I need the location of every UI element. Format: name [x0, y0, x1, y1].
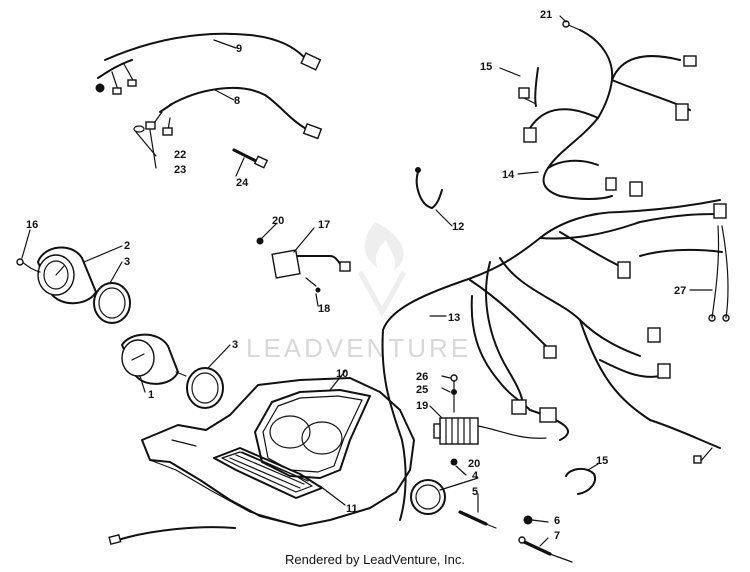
callout-3-lower: 3 [232, 339, 238, 351]
callout-15-lower: 15 [596, 455, 608, 467]
lower-cable [108, 526, 236, 546]
callout-24: 24 [236, 177, 249, 189]
bezel-ring-part-3-lower [186, 367, 224, 409]
callout-20-upper: 20 [272, 215, 284, 227]
gauge-part-2 [16, 246, 97, 305]
gauge-part-1 [121, 333, 187, 385]
render-credit: Rendered by LeadVenture, Inc. [285, 552, 465, 567]
callout-7: 7 [554, 530, 560, 542]
callout-19: 19 [416, 400, 428, 412]
callout-17: 17 [318, 219, 330, 231]
clip-part-15-upper [518, 67, 539, 107]
callout-27: 27 [674, 285, 686, 297]
harness-part-13 [381, 181, 730, 521]
watermark-text: LEADVENTURE [246, 333, 471, 363]
watermark-logo [357, 222, 407, 318]
clip-part-15-lower [565, 468, 596, 495]
callout-10: 10 [336, 368, 348, 380]
callout-20-lower: 20 [468, 458, 480, 470]
callout-15-upper: 15 [480, 61, 492, 73]
sensor-part-5 [458, 510, 497, 529]
wire-part-12 [415, 167, 443, 209]
harness-part-14 [523, 29, 697, 200]
callout-23: 23 [174, 164, 186, 176]
callout-labels: 16 2 3 1 3 9 8 22 23 24 20 17 18 12 13 1… [26, 9, 686, 542]
callout-21: 21 [540, 9, 552, 21]
callout-13: 13 [448, 312, 460, 324]
bracket-part-17 [256, 237, 351, 293]
leader-lines [21, 15, 713, 547]
callout-22: 22 [174, 149, 186, 161]
callout-11: 11 [346, 503, 358, 515]
ring-part-4 [410, 479, 446, 515]
callout-18: 18 [318, 303, 330, 315]
terminal-part-21 [562, 20, 581, 31]
callout-9: 9 [236, 43, 242, 55]
callout-14: 14 [502, 169, 515, 181]
callout-3-upper: 3 [124, 256, 130, 268]
callout-6: 6 [554, 515, 560, 527]
callout-16: 16 [26, 219, 38, 231]
harness-part-8 [133, 86, 323, 140]
callout-25: 25 [416, 384, 428, 396]
callout-2: 2 [124, 240, 130, 252]
callout-5: 5 [472, 486, 478, 498]
harness-part-9 [95, 32, 322, 95]
callout-12: 12 [452, 221, 464, 233]
cable-part-7 [518, 536, 573, 563]
callout-26: 26 [416, 371, 428, 383]
callout-4: 4 [472, 470, 479, 482]
bezel-ring-part-3-upper [93, 282, 131, 324]
plug-part-24 [232, 148, 269, 169]
callout-1: 1 [148, 389, 154, 401]
nut-part-6 [523, 515, 533, 525]
regulator-part-19 [433, 374, 547, 466]
callout-8: 8 [234, 95, 240, 107]
dash-panel-part-11 [141, 377, 415, 527]
